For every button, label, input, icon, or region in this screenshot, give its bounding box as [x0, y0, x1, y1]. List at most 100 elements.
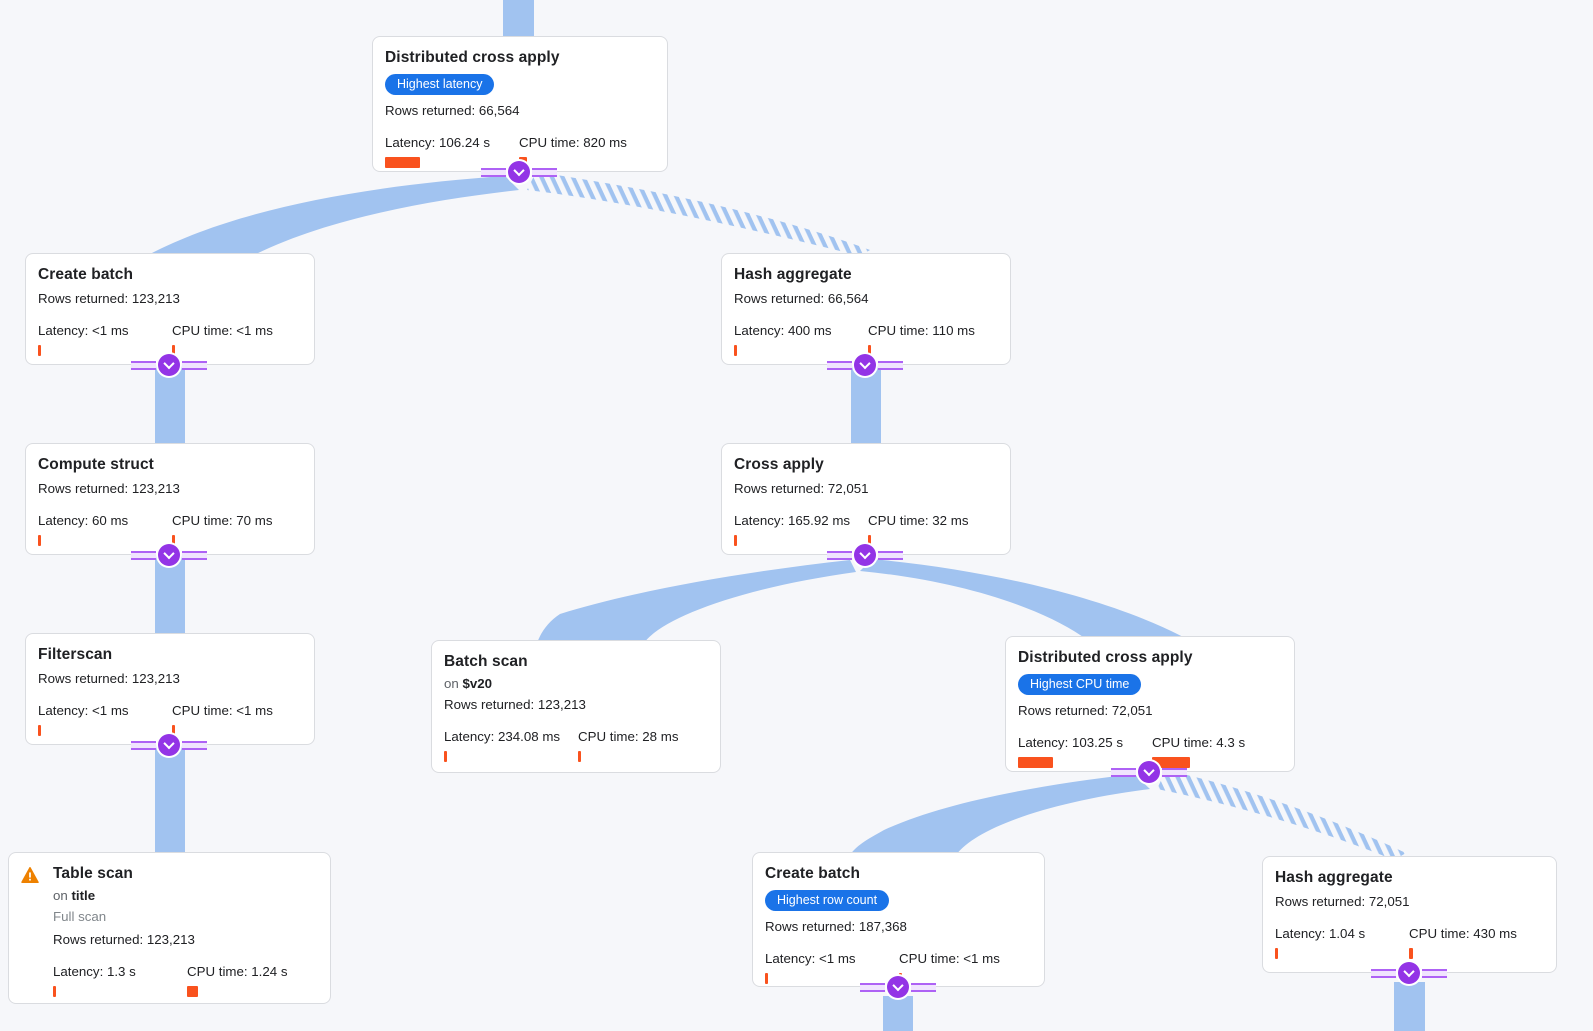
- node-target: on $v20: [444, 676, 493, 691]
- edge-compute-struct-filterscan: [155, 553, 185, 635]
- collapse-toggle-create-batch-2[interactable]: [859, 976, 936, 998]
- latency-bar: [1275, 948, 1278, 959]
- cpu-time-value: CPU time: <1 ms: [899, 951, 1000, 966]
- connector-ribbon-right: [878, 550, 903, 560]
- edge-create-batch-compute-struct: [155, 363, 185, 445]
- warning-icon: [21, 865, 39, 888]
- collapse-toggle-distributed-cross-apply-2[interactable]: [1111, 761, 1187, 783]
- cpu-time-bar: [172, 535, 175, 546]
- cpu-time-bar: [172, 725, 175, 736]
- node-target: on title: [53, 888, 96, 903]
- latency-value: Latency: 1.3 s: [53, 964, 136, 979]
- rows-returned: Rows returned: 123,213: [38, 481, 180, 496]
- edge-root-create-batch: [150, 176, 519, 254]
- rows-returned: Rows returned: 187,368: [765, 919, 907, 934]
- collapse-toggle-filterscan[interactable]: [131, 734, 207, 756]
- chevron-down-icon: [1138, 761, 1160, 783]
- node-title: Create batch: [38, 266, 134, 283]
- latency-bar: [38, 345, 41, 356]
- latency-bar: [53, 986, 56, 997]
- cpu-time-value: CPU time: 32 ms: [868, 513, 969, 528]
- latency-bar: [444, 751, 447, 762]
- latency-value: Latency: 165.92 ms: [734, 513, 851, 528]
- node-title: Hash aggregate: [734, 266, 852, 283]
- node-title: Filterscan: [38, 646, 113, 663]
- rows-returned: Rows returned: 72,051: [734, 481, 869, 496]
- collapse-toggle-compute-struct[interactable]: [131, 544, 207, 566]
- cpu-time-value: CPU time: 820 ms: [519, 135, 627, 150]
- cpu-time-bar: [868, 535, 871, 546]
- collapse-toggle-create-batch-1[interactable]: [131, 354, 207, 376]
- rows-returned: Rows returned: 123,213: [53, 932, 195, 947]
- chevron-down-icon: [854, 544, 876, 566]
- rows-returned: Rows returned: 123,213: [444, 697, 586, 712]
- highlight-badge: Highest CPU time: [1018, 674, 1142, 695]
- connector-ribbon-right: [910, 982, 936, 992]
- connector-ribbon-left: [131, 360, 156, 370]
- latency-value: Latency: 103.25 s: [1018, 735, 1123, 750]
- latency-bar: [765, 973, 768, 984]
- cpu-time-value: CPU time: <1 ms: [172, 703, 273, 718]
- rows-returned: Rows returned: 123,213: [38, 291, 180, 306]
- cpu-time-value: CPU time: 4.3 s: [1152, 735, 1246, 750]
- node-title: Distributed cross apply: [1018, 649, 1193, 666]
- edge-input-root: [503, 0, 534, 38]
- node-title: Compute struct: [38, 456, 154, 473]
- rows-returned: Rows returned: 72,051: [1275, 894, 1410, 909]
- connector-ribbon-left: [481, 167, 506, 177]
- chevron-down-icon: [854, 354, 876, 376]
- edge-hash-aggregate-output: [1394, 982, 1425, 1031]
- edge-dca-create-batch: [850, 774, 1150, 855]
- cpu-time-bar: [187, 986, 198, 997]
- edge-cross-apply-dca: [860, 559, 1187, 639]
- cpu-time-bar: [868, 345, 871, 356]
- rows-returned: Rows returned: 72,051: [1018, 703, 1153, 718]
- collapse-toggle-hash-aggregate-1[interactable]: [827, 354, 903, 376]
- node-title: Table scan: [53, 865, 133, 882]
- highlight-badge: Highest row count: [765, 890, 890, 911]
- latency-value: Latency: <1 ms: [765, 951, 856, 966]
- latency-bar: [1018, 757, 1053, 768]
- chevron-down-icon: [158, 544, 180, 566]
- latency-bar: [734, 345, 737, 356]
- latency-value: Latency: <1 ms: [38, 323, 129, 338]
- connector-ribbon-right: [878, 360, 903, 370]
- latency-value: Latency: 106.24 s: [385, 135, 490, 150]
- connector-ribbon-right: [182, 360, 207, 370]
- cpu-time-value: CPU time: 70 ms: [172, 513, 273, 528]
- rows-returned: Rows returned: 66,564: [734, 291, 869, 306]
- rows-returned: Rows returned: 123,213: [38, 671, 180, 686]
- cpu-time-bar: [1152, 757, 1190, 768]
- collapse-toggle-cross-apply[interactable]: [827, 544, 903, 566]
- cpu-time-bar: [172, 345, 175, 356]
- cpu-time-bar: [578, 751, 581, 762]
- cpu-time-bar: [1409, 948, 1413, 959]
- collapse-toggle-root[interactable]: [481, 161, 557, 183]
- node-title: Distributed cross apply: [385, 49, 560, 66]
- node-title: Hash aggregate: [1275, 869, 1393, 886]
- connector-ribbon-left: [1111, 767, 1136, 777]
- chevron-down-icon: [508, 161, 530, 183]
- latency-bar: [385, 157, 420, 168]
- cpu-time-value: CPU time: <1 ms: [172, 323, 273, 338]
- cpu-time-value: CPU time: 110 ms: [868, 323, 975, 338]
- connector-ribbon-right: [1421, 968, 1447, 978]
- connector-ribbon-left: [1370, 968, 1396, 978]
- connector-ribbon-right: [182, 550, 207, 560]
- chevron-down-icon: [1397, 962, 1420, 984]
- edge-create-batch-output: [883, 996, 913, 1031]
- cpu-time-value: CPU time: 430 ms: [1409, 926, 1517, 941]
- collapse-toggle-hash-aggregate-2[interactable]: [1370, 962, 1447, 984]
